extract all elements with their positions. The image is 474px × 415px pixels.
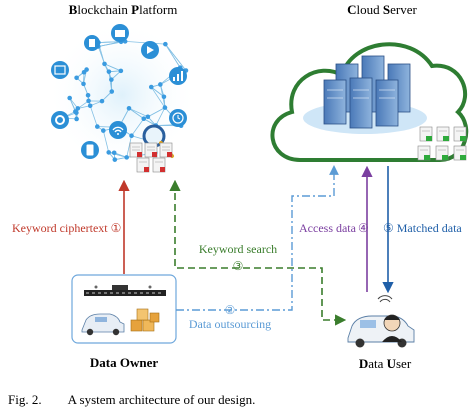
network-node: [163, 42, 168, 47]
network-node: [74, 76, 79, 81]
network-node: [74, 117, 79, 122]
network-node: [109, 89, 114, 94]
image-icon: [51, 61, 69, 79]
data-user-node: Data User: [348, 296, 414, 371]
network-node: [113, 157, 118, 162]
gear-icon: [51, 111, 69, 129]
blockchain-platform-title: Blockchain Platform: [69, 2, 178, 17]
network-node: [141, 116, 146, 121]
network-node: [124, 155, 129, 160]
network-node: [100, 99, 105, 104]
server-rack-icon: [324, 56, 410, 128]
keyword-search-number: ③: [233, 259, 244, 273]
keyword-search-label: Keyword search: [199, 242, 277, 256]
network-node: [146, 114, 151, 119]
network-node: [119, 69, 124, 74]
network-node: [67, 96, 72, 101]
network-node: [84, 67, 89, 72]
network-node: [112, 150, 117, 155]
network-node: [86, 93, 91, 98]
phone-icon: [81, 141, 99, 159]
figure-caption: Fig. 2.A system architecture of our desi…: [8, 392, 255, 407]
network-node: [149, 85, 154, 90]
clock-icon: [169, 109, 187, 127]
network-node: [163, 105, 168, 110]
data-outsourcing-label: Data outsourcing: [189, 317, 271, 331]
network-node: [81, 82, 86, 87]
data-owner-label: Data Owner: [90, 355, 158, 370]
signal-icon: [378, 296, 392, 302]
network-node: [102, 62, 107, 67]
cloud-server-title: Cloud Server: [347, 2, 417, 17]
data-owner-node: Data Owner: [72, 275, 176, 370]
cloud-server-graphic: [272, 44, 466, 160]
network-node: [162, 94, 167, 99]
document-icon: [84, 35, 100, 51]
network-node: [127, 106, 132, 111]
network-node: [76, 106, 81, 111]
blockchain-network-graphic: [47, 20, 197, 172]
data-user-label: Data User: [359, 356, 412, 371]
network-node: [101, 128, 106, 133]
network-node: [95, 124, 100, 129]
network-node: [129, 133, 134, 138]
user-car-icon: [348, 316, 414, 348]
network-node: [74, 110, 79, 115]
wifi-icon: [109, 121, 127, 139]
network-node: [109, 77, 114, 82]
network-node: [88, 103, 93, 108]
video-icon: [141, 41, 159, 59]
network-node: [107, 69, 112, 74]
data-outsourcing-number: ②: [225, 303, 236, 317]
folder-icon: [111, 24, 129, 42]
network-node: [86, 99, 91, 104]
network-node: [106, 150, 111, 155]
edge-keyword-search: Keyword search ③: [175, 182, 344, 320]
chart-icon: [169, 67, 187, 85]
network-node: [158, 82, 163, 87]
